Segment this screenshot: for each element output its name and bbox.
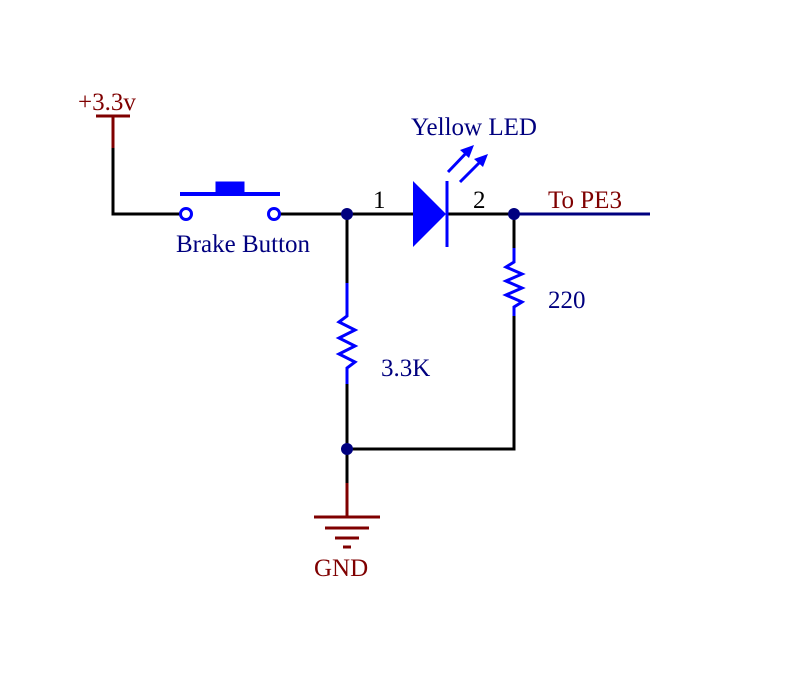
output-label: To PE3 [548, 187, 622, 214]
led-label: Yellow LED [411, 114, 537, 141]
junction-dot [341, 443, 353, 455]
led-pin2-label: 2 [473, 187, 486, 214]
led-symbol [413, 145, 488, 247]
pulldown-resistor-value: 3.3K [381, 355, 430, 382]
power-symbol [96, 114, 130, 148]
led-resistor [502, 248, 526, 316]
wire-right-to-ground-node [347, 316, 516, 451]
led-pin1-label: 1 [373, 187, 386, 214]
ground-symbol [314, 483, 380, 549]
wires [111, 148, 516, 483]
switch-label: Brake Button [176, 231, 311, 258]
pulldown-resistor [335, 283, 359, 384]
wire-power-to-switch [111, 148, 180, 216]
junctions [341, 208, 520, 455]
power-label: +3.3v [78, 89, 136, 116]
junction-dot [341, 208, 353, 220]
brake-button-switch [179, 181, 281, 221]
ground-label: GND [314, 555, 368, 582]
junction-dot [508, 208, 520, 220]
led-resistor-value: 220 [548, 287, 586, 314]
